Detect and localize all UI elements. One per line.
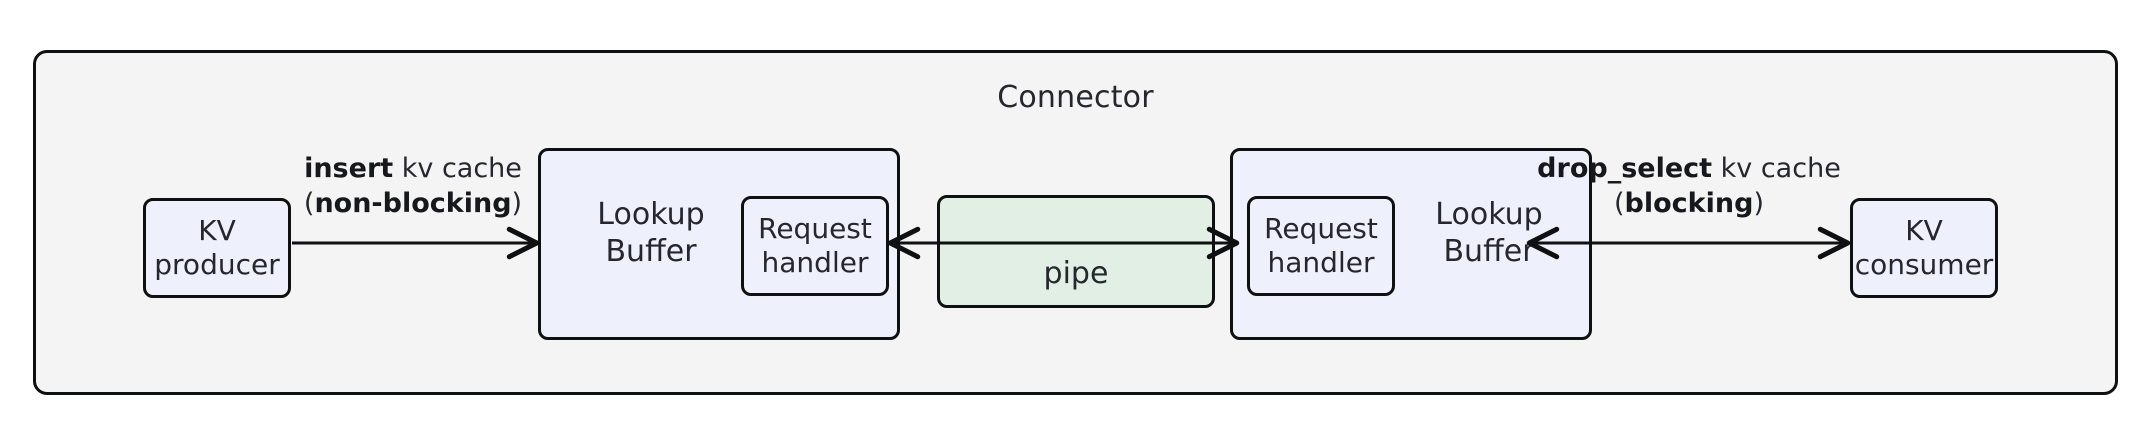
connector-title: Connector <box>997 80 1154 115</box>
edge-label-drop-select-rest: kv cache <box>1712 153 1841 184</box>
edge-label-drop-select-line1: drop_select kv cache <box>1524 152 1854 187</box>
node-kv-consumer: KV consumer <box>1850 198 1998 298</box>
node-request-handler-right: Request handler <box>1247 196 1395 296</box>
edge-label-drop-select-mode: blocking <box>1624 187 1754 219</box>
edge-label-drop-select-keyword: drop_select <box>1537 153 1713 184</box>
edge-label-drop-select-paren-close: ) <box>1753 187 1764 219</box>
edge-label-insert-paren-open: ( <box>303 187 315 219</box>
node-kv-producer-label: KV producer <box>154 213 280 281</box>
edge-label-insert-keyword: insert <box>304 153 394 184</box>
node-request-handler-right-label: Request handler <box>1264 211 1378 279</box>
edge-label-insert-line2: (non-blocking) <box>268 187 558 222</box>
edge-label-insert-rest: kv cache <box>393 153 522 184</box>
node-pipe-label: pipe <box>1043 256 1109 291</box>
node-request-handler-left: Request handler <box>741 196 889 296</box>
edge-label-drop-select-line2: (blocking) <box>1524 187 1854 222</box>
node-kv-producer: KV producer <box>143 198 291 298</box>
node-lookup-buffer-right-label: Lookup Buffer <box>1435 197 1543 269</box>
node-lookup-buffer-left: Lookup Buffer Request handler <box>538 148 900 340</box>
node-pipe: pipe <box>937 195 1215 308</box>
node-lookup-buffer-left-label: Lookup Buffer <box>597 197 705 269</box>
edge-label-insert-paren-close: ) <box>511 187 523 219</box>
edge-label-insert-line1: insert kv cache <box>268 152 558 187</box>
edge-label-drop-select-paren-open: ( <box>1614 187 1625 219</box>
edge-label-insert: insert kv cache (non-blocking) <box>268 152 558 221</box>
node-kv-consumer-label: KV consumer <box>1854 213 1994 281</box>
node-request-handler-left-label: Request handler <box>758 211 872 279</box>
edge-label-drop-select: drop_select kv cache (blocking) <box>1524 152 1854 221</box>
edge-label-insert-mode: non-blocking <box>314 187 512 219</box>
